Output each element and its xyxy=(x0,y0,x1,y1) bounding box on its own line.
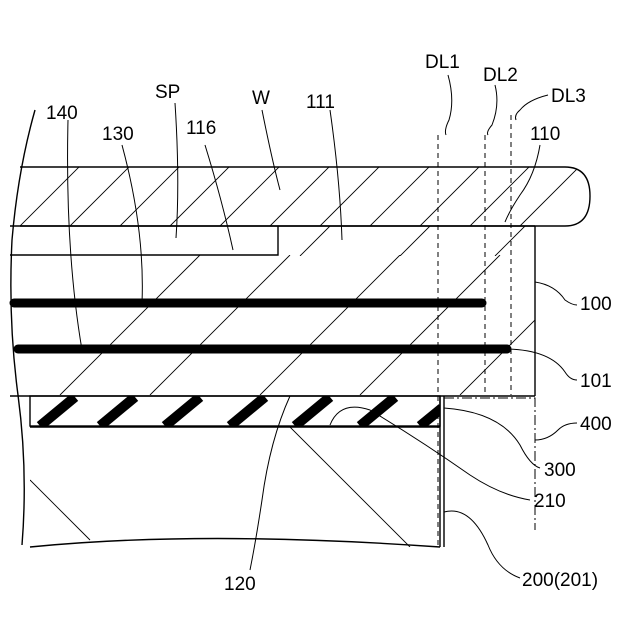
break-line-left xyxy=(11,110,35,545)
outline-400 xyxy=(444,398,535,530)
label-120: 120 xyxy=(224,574,256,595)
label-101: 101 xyxy=(580,371,612,392)
label-dl3: DL3 xyxy=(551,86,586,107)
stage-body xyxy=(10,226,560,396)
label-dl2: DL2 xyxy=(483,65,518,86)
label-110: 110 xyxy=(530,124,560,145)
label-300: 300 xyxy=(544,460,576,481)
label-dl1: DL1 xyxy=(425,52,460,73)
leader-lines xyxy=(68,75,577,578)
label-210: 210 xyxy=(534,491,566,512)
label-w: W xyxy=(252,88,270,109)
label-200-201: 200(201) xyxy=(522,570,598,591)
label-111: 111 xyxy=(306,92,335,113)
label-116: 116 xyxy=(186,118,216,139)
insulating-layer xyxy=(30,396,442,426)
wafer xyxy=(20,166,590,226)
label-130: 130 xyxy=(102,124,134,145)
label-140: 140 xyxy=(46,103,78,124)
label-sp: SP xyxy=(155,82,180,103)
label-100: 100 xyxy=(580,294,612,315)
label-400: 400 xyxy=(580,414,612,435)
